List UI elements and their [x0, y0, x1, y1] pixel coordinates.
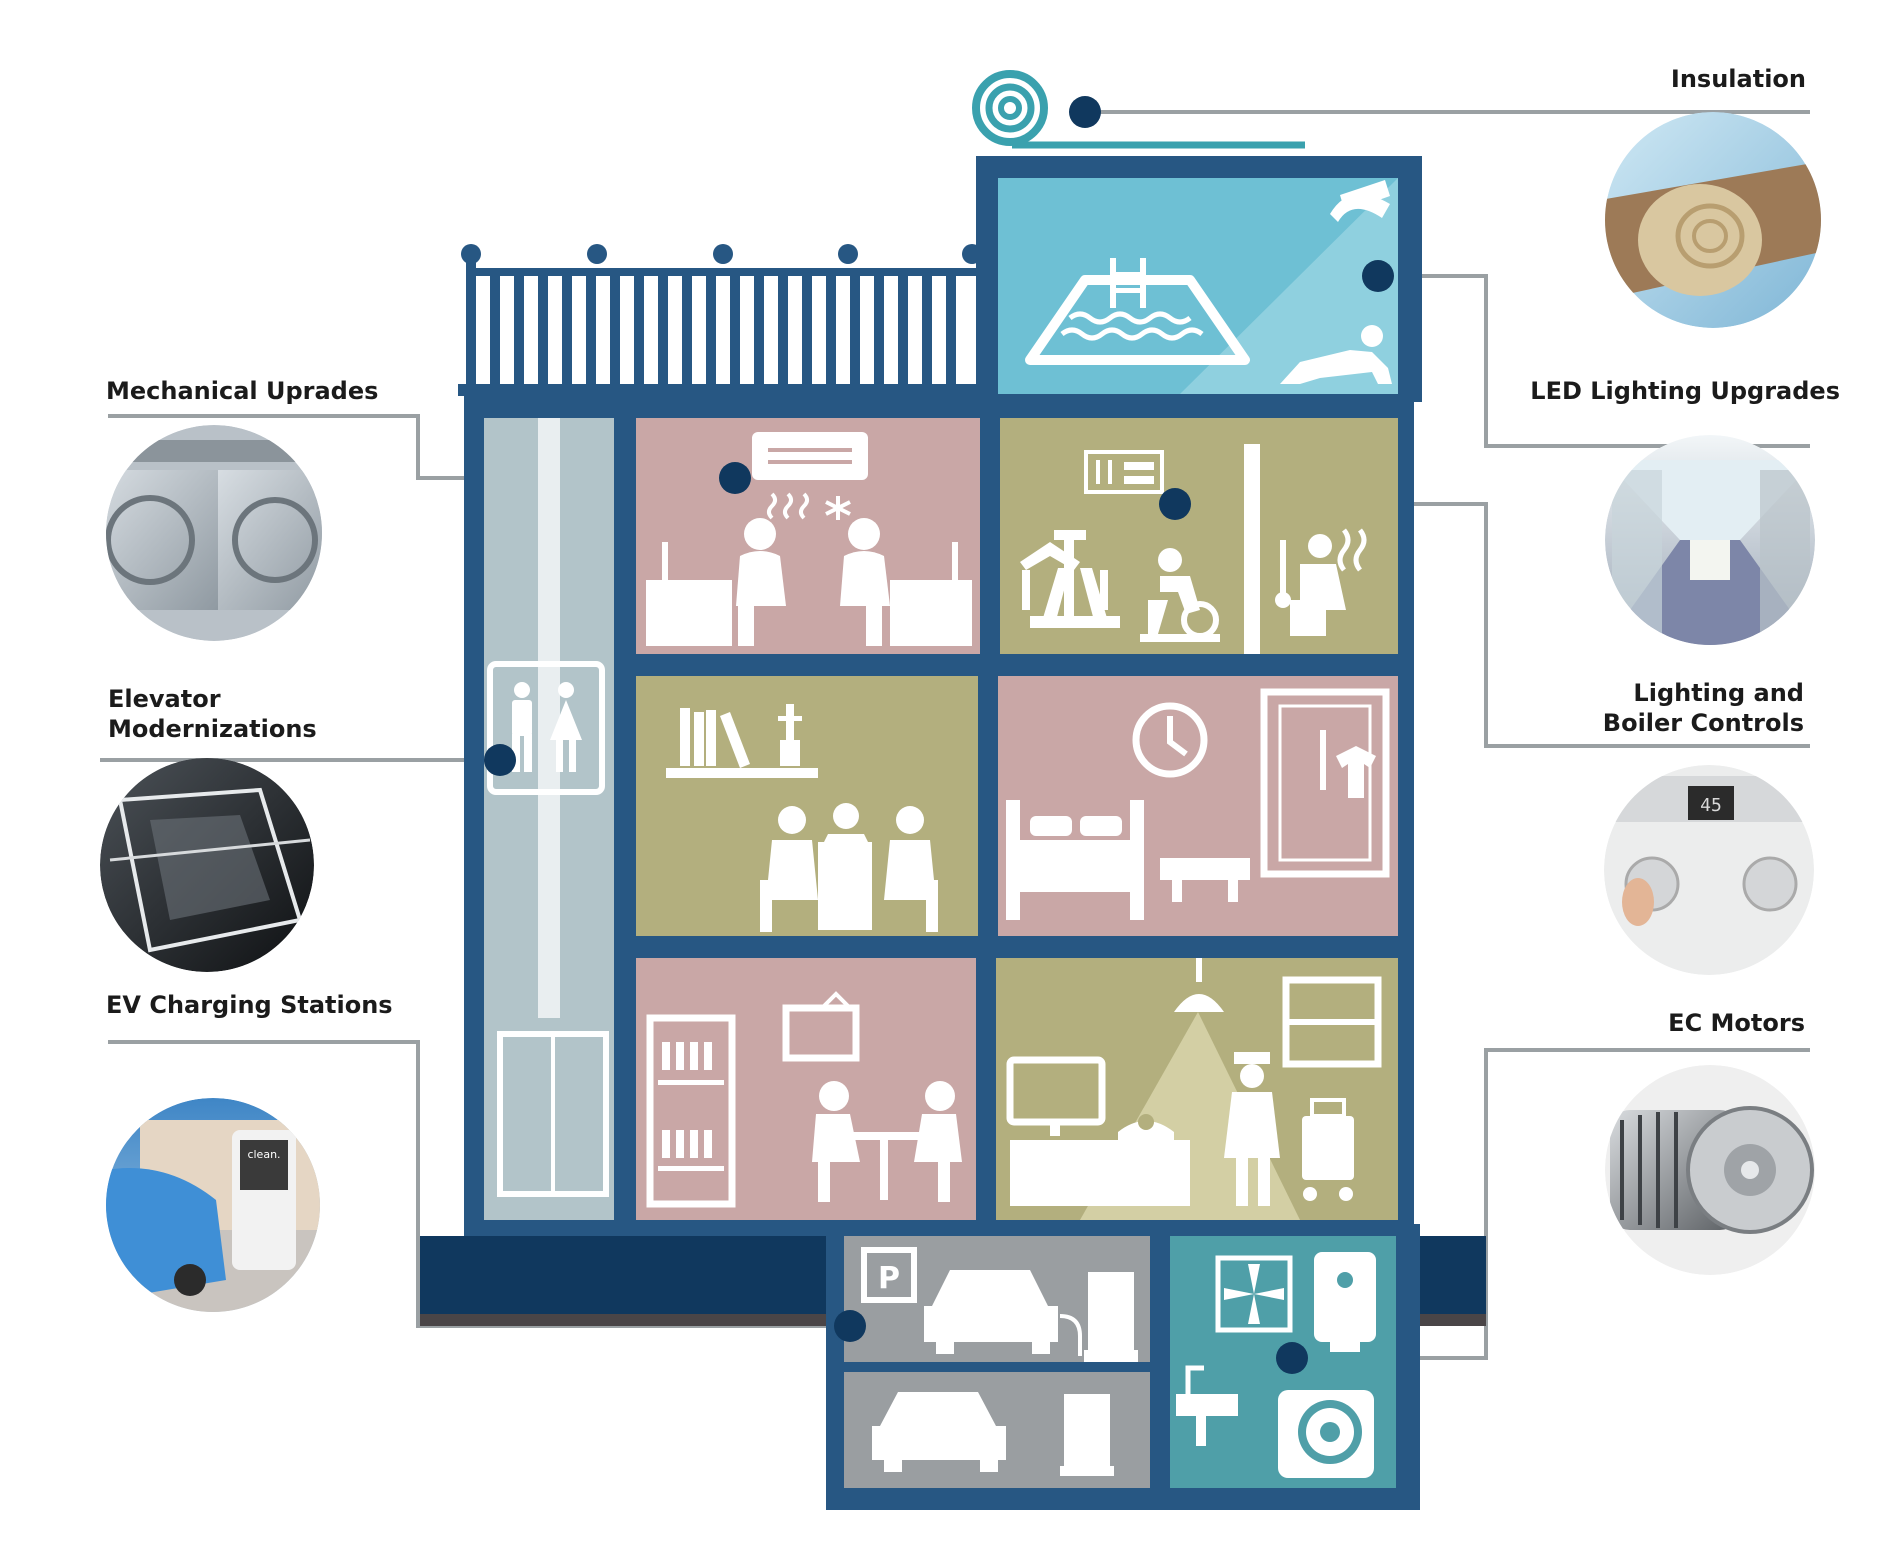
room-dining	[636, 958, 976, 1220]
callout-dot-elevator	[484, 744, 516, 776]
room-meeting	[636, 676, 978, 936]
label-mechanical: Mechanical Uprades	[106, 377, 379, 405]
photo-boiler-controls: 45	[1604, 765, 1814, 975]
exercise-bike-icon	[1140, 548, 1220, 642]
picture-frame-icon	[782, 991, 860, 1062]
room-utility	[1170, 1236, 1396, 1488]
office-workers-icon	[646, 518, 972, 646]
gym-equipment-icon	[1020, 530, 1120, 628]
room-gym	[1000, 418, 1398, 654]
label-ev-charging: EV Charging Stations	[106, 991, 393, 1019]
bed-icon	[1006, 800, 1250, 920]
fan-icon	[1215, 1255, 1293, 1333]
wardrobe-icon	[1260, 688, 1390, 878]
callout-dot-ev	[834, 1310, 866, 1342]
label-lighting-boiler-1: Lighting and	[1633, 679, 1804, 707]
svg-text:P: P	[878, 1261, 900, 1296]
bookshelf-icon	[666, 704, 818, 778]
callout-dot-controls	[1159, 488, 1191, 520]
diners-icon	[812, 1081, 962, 1202]
callout-dot-insulation	[1069, 96, 1101, 128]
car-icon	[872, 1270, 1058, 1472]
pool-icon	[1025, 258, 1250, 365]
photo-led-corridor	[1605, 435, 1815, 645]
callout-dot-mechanical	[719, 462, 751, 494]
photo-insulation	[1605, 112, 1821, 328]
room-reception	[996, 958, 1398, 1220]
pendant-lamp-icon	[1174, 958, 1224, 1012]
air-conditioner-icon	[752, 432, 868, 520]
photo-mechanical-ac	[106, 425, 322, 641]
elevator-shaft	[484, 418, 614, 1220]
boiler-display-text: 45	[1700, 795, 1722, 816]
callout-dot-ec-motors	[1276, 1342, 1308, 1374]
wine-rack-icon	[646, 1014, 736, 1208]
sunbather-icon	[1280, 325, 1392, 384]
room-parking: P	[844, 1236, 1150, 1488]
label-ec-motors: EC Motors	[1668, 1009, 1805, 1037]
meeting-icon	[760, 803, 938, 932]
parking-sign-icon: P	[861, 1247, 917, 1303]
room-bedroom	[998, 676, 1398, 936]
label-elevator-2: Modernizations	[108, 715, 317, 743]
pool-room	[998, 178, 1398, 394]
sauna-icon	[1275, 528, 1367, 636]
label-led-lighting: LED Lighting Upgrades	[1530, 377, 1840, 405]
photo-elevator	[100, 758, 314, 972]
bellhop-icon	[1224, 1052, 1354, 1206]
callout-line-led	[1378, 274, 1810, 448]
callout-dot-led	[1362, 260, 1394, 292]
callout-dots	[484, 96, 1394, 1374]
room-office	[636, 418, 980, 654]
photo-ev-charger: clean.	[106, 1098, 320, 1312]
label-insulation: Insulation	[1670, 65, 1806, 93]
control-panel-icon	[1084, 450, 1164, 494]
reception-desk-icon	[1006, 1056, 1190, 1206]
label-lighting-boiler-2: Boiler Controls	[1602, 709, 1804, 737]
photo-ec-motor	[1605, 1065, 1815, 1275]
ceiling-lamp-icon	[1330, 180, 1390, 222]
clock-icon	[1132, 702, 1208, 778]
building: P	[420, 156, 1486, 1510]
insulation-roll-icon	[972, 70, 1305, 149]
ev-charger-icon	[1059, 1272, 1138, 1476]
elevator-people-icon	[487, 661, 605, 795]
blower-motor-icon	[1278, 1390, 1374, 1478]
roof-railing	[458, 244, 990, 396]
window-icon	[1282, 976, 1382, 1068]
sink-icon	[1176, 1365, 1238, 1446]
label-elevator-1: Elevator	[108, 685, 221, 713]
ev-charger-brand-text: clean.	[247, 1148, 280, 1161]
water-heater-icon	[1314, 1252, 1376, 1352]
